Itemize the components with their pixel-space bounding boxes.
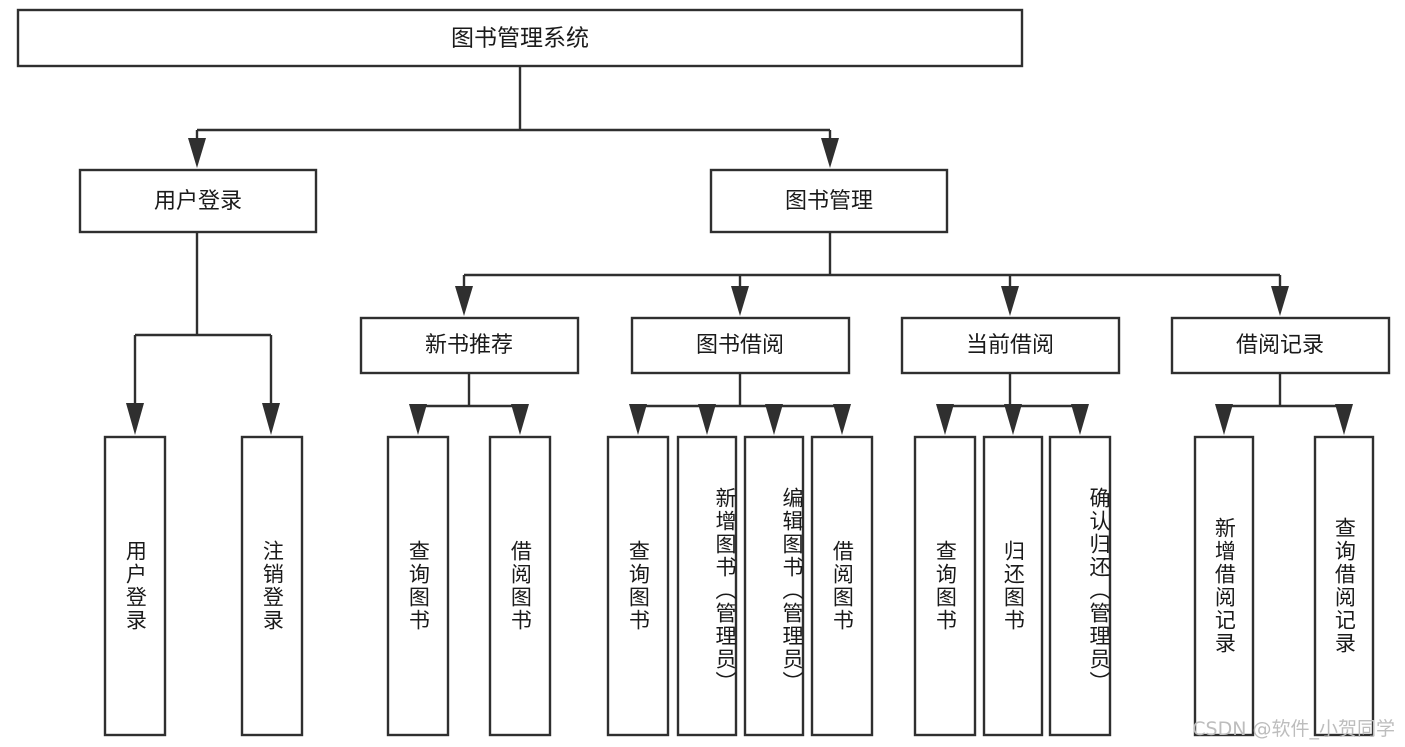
connector-group-root (188, 66, 839, 168)
node-new-book-recommend[interactable]: 新书推荐 (359, 316, 580, 375)
node-book-borrow[interactable]: 图书借阅 (630, 316, 851, 375)
arrow-head-leaf-query-book-3 (936, 404, 954, 435)
csdn-watermark: CSDN @软件_小贺同学 (1192, 718, 1395, 740)
arrow-head-leaf-edit-book (765, 404, 783, 435)
node-book-manage-label: 图书管理 (785, 189, 873, 214)
node-root[interactable]: 图书管理系统 (16, 8, 1024, 68)
arrow-head-leaf-query-record (1335, 404, 1353, 435)
connector-group-borrow-record (1215, 373, 1353, 435)
leaf-add-book-box[interactable] (676, 435, 738, 737)
arrow-head-leaf-add-record (1215, 404, 1233, 435)
node-book-borrow-label: 图书借阅 (696, 333, 784, 358)
arrow-head-user-login (188, 138, 206, 168)
connector-group-user-login (126, 232, 280, 435)
node-current-borrow-box[interactable] (900, 316, 1121, 375)
arrow-head-leaf-borrow-book-2 (833, 404, 851, 435)
node-new-book-recommend-box[interactable] (359, 316, 580, 375)
leaf-confirm-return-box[interactable] (1048, 435, 1112, 737)
arrow-head-leaf-add-book (698, 404, 716, 435)
arrow-head-current-borrow (1001, 286, 1019, 316)
connector-group-new-book-recommend (409, 373, 529, 435)
node-new-book-recommend-label: 新书推荐 (425, 333, 513, 358)
node-borrow-record[interactable]: 借阅记录 (1170, 316, 1391, 375)
arrow-head-leaf-confirm-return (1071, 404, 1089, 435)
arrow-head-borrow-record (1271, 286, 1289, 316)
arrow-head-leaf-user-login (126, 403, 144, 435)
node-borrow-record-box[interactable] (1170, 316, 1391, 375)
leaf-query-book-1-box[interactable] (386, 435, 450, 737)
leaf-user-login-box[interactable] (103, 435, 167, 737)
node-borrow-record-label: 借阅记录 (1236, 333, 1324, 358)
arrow-head-leaf-query-book-2 (629, 404, 647, 435)
leaf-user-logout-box[interactable] (240, 435, 304, 737)
node-current-borrow-label: 当前借阅 (966, 333, 1054, 358)
leaf-return-book-box[interactable] (982, 435, 1044, 737)
node-user-login-label: 用户登录 (154, 189, 242, 214)
leaf-query-book-3-box[interactable] (913, 435, 977, 737)
node-book-manage[interactable]: 图书管理 (709, 168, 949, 234)
node-user-login-box[interactable] (78, 168, 318, 234)
leaf-add-record-box[interactable] (1193, 435, 1255, 737)
leaf-query-record-box[interactable] (1313, 435, 1375, 737)
node-root-label: 图书管理系统 (451, 26, 589, 52)
leaf-borrow-book-1-box[interactable] (488, 435, 552, 737)
leaf-query-book-2-box[interactable] (606, 435, 670, 737)
leaf-borrow-book-2-box[interactable] (810, 435, 874, 737)
arrow-head-leaf-query-book-1 (409, 404, 427, 435)
leaf-edit-book-box[interactable] (743, 435, 805, 737)
node-current-borrow[interactable]: 当前借阅 (900, 316, 1121, 375)
node-book-borrow-box[interactable] (630, 316, 851, 375)
node-user-login[interactable]: 用户登录 (78, 168, 318, 234)
arrow-head-leaf-borrow-book-1 (511, 404, 529, 435)
node-book-manage-box[interactable] (709, 168, 949, 234)
connector-group-book-borrow (629, 373, 851, 435)
connector-group-book-manage (455, 232, 1289, 316)
leaf-boxes (103, 435, 1375, 737)
arrow-head-book-manage (821, 138, 839, 168)
arrow-head-leaf-return-book (1004, 404, 1022, 435)
node-root-box[interactable] (16, 8, 1024, 68)
arrow-head-new-book-recommend (455, 286, 473, 316)
arrow-head-book-borrow (731, 286, 749, 316)
connector-group-current-borrow (936, 373, 1089, 435)
arrow-head-leaf-user-logout (262, 403, 280, 435)
